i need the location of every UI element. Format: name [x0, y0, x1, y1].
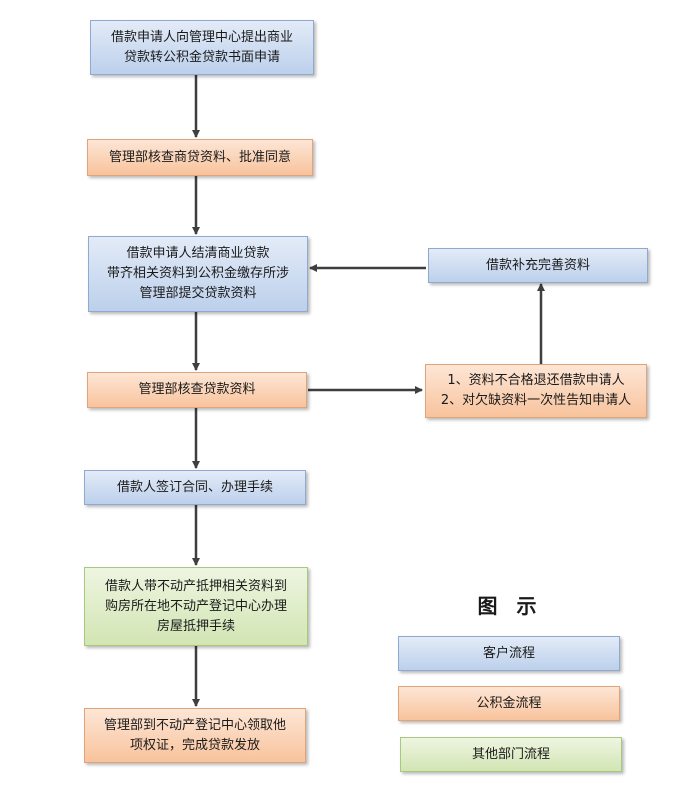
step-1-application: 借款申请人向管理中心提出商业 贷款转公积金贷款书面申请: [90, 20, 314, 75]
step-2-label: 管理部核查商贷资料、批准同意: [108, 149, 291, 165]
legend-fund: 公积金流程: [398, 686, 620, 721]
step-3-line-3: 管理部提交贷款资料: [139, 286, 257, 301]
step-5-sign-contract: 借款人签订合同、办理手续: [84, 470, 306, 505]
legend-title: 图 示: [477, 594, 543, 618]
step-6-line-1: 借款人带不动产抵押相关资料到: [104, 578, 287, 594]
step-7-line-2: 项权证，完成贷款发放: [129, 737, 260, 753]
step-1-line-1: 借款申请人向管理中心提出商业: [110, 29, 293, 45]
legend-other-label: 其他部门流程: [471, 746, 550, 762]
step-3-line-2: 带齐相关资料到公积金缴存所涉: [106, 266, 289, 281]
supplement-label: 借款补充完善资料: [485, 257, 590, 273]
step-4-label: 管理部核查贷款资料: [138, 382, 256, 397]
step-4-review-loan: 管理部核查贷款资料: [87, 372, 307, 408]
step-6-line-2: 购房所在地不动产登记中心办理: [104, 598, 287, 614]
step-6-mortgage-registration: 借款人带不动产抵押相关资料到 购房所在地不动产登记中心办理 房屋抵押手续: [84, 567, 308, 646]
step-7-line-1: 管理部到不动产登记中心领取他: [103, 717, 286, 733]
step-3-line-1: 借款申请人结清商业贷款: [126, 246, 270, 261]
reject-line-1: 1、资料不合格退还借款申请人: [447, 373, 625, 388]
side-reject-notice: 1、资料不合格退还借款申请人 2、对欠缺资料一次性告知申请人: [425, 364, 647, 418]
legend-other: 其他部门流程: [400, 737, 622, 772]
step-5-label: 借款人签订合同、办理手续: [116, 479, 273, 495]
step-6-line-3: 房屋抵押手续: [156, 618, 235, 634]
legend-fund-label: 公积金流程: [476, 695, 542, 711]
step-1-line-2: 贷款转公积金贷款书面申请: [123, 49, 280, 65]
step-3-submit-materials: 借款申请人结清商业贷款 带齐相关资料到公积金缴存所涉 管理部提交贷款资料: [88, 236, 308, 312]
legend-customer: 客户流程: [398, 636, 620, 671]
legend-customer-label: 客户流程: [482, 645, 535, 661]
side-supplement-materials: 借款补充完善资料: [428, 248, 648, 283]
step-2-review-commercial: 管理部核查商贷资料、批准同意: [87, 139, 313, 176]
step-7-loan-disbursement: 管理部到不动产登记中心领取他 项权证，完成贷款发放: [84, 708, 306, 763]
reject-line-2: 2、对欠缺资料一次性告知申请人: [440, 393, 632, 408]
